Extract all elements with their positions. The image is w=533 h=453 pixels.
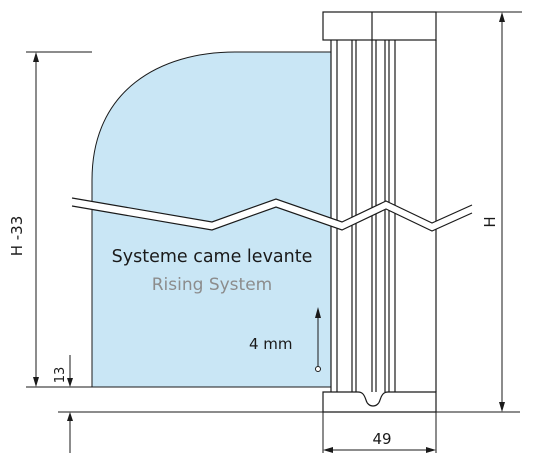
system-label-french: Systeme came levante [112, 247, 313, 267]
dimension-label-13: 13 [53, 367, 68, 384]
arrow-up-icon [315, 307, 321, 372]
dimension-h-minus-33 [26, 51, 92, 388]
break-line [71, 197, 473, 232]
dimension-label-h: H [481, 216, 499, 227]
dimension-13 [67, 355, 73, 453]
dimension-label-49: 49 [372, 430, 391, 448]
dimension-49 [322, 412, 437, 453]
glass-panel [91, 51, 332, 388]
frame-profile [322, 11, 437, 413]
dimension-label-h-minus-33: H -33 [8, 216, 26, 257]
system-label-english: Rising System [152, 275, 272, 295]
rise-label: 4 mm [249, 335, 293, 353]
dimension-h [436, 11, 522, 412]
